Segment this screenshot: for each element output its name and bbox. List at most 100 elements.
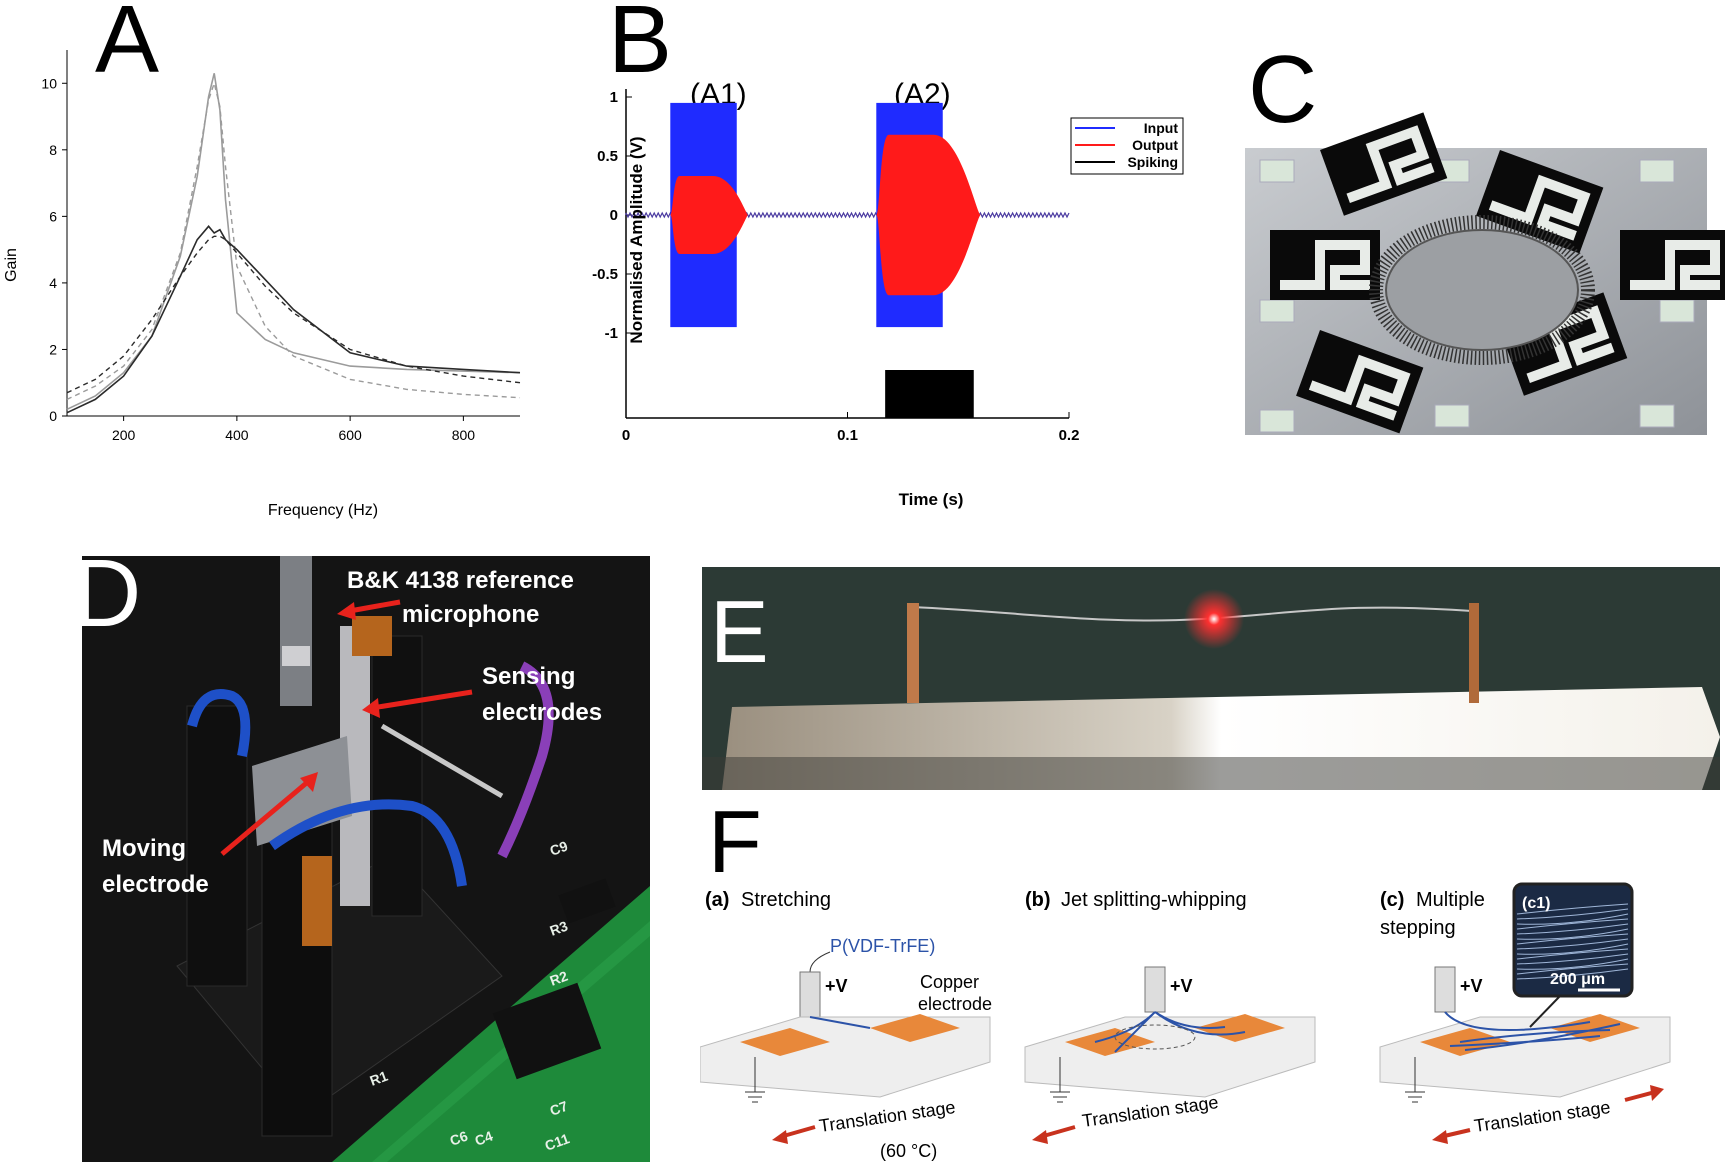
panel-f-letter: F [708, 792, 762, 891]
y-tick-label: 6 [49, 208, 57, 224]
nozzle-c [1434, 966, 1456, 1013]
panel-d-letter: D [82, 556, 141, 647]
spring-trace [1308, 354, 1411, 421]
y-tick-label: 8 [49, 142, 57, 158]
sem-fiber [1516, 903, 1629, 915]
panel-b-series [625, 102, 1070, 418]
sem-fiber [1516, 953, 1629, 965]
panel-c-device-image: C [1245, 36, 1725, 435]
moving-arrow-line [220, 778, 312, 856]
x-tick-label: 200 [112, 427, 136, 443]
panel-a-series [66, 73, 521, 414]
y-tick-label: 10 [41, 75, 57, 91]
pcb-silkscreen-label: C6 [448, 1128, 470, 1149]
bond-pad [1639, 159, 1675, 183]
pcb-silkscreen-label: C9 [548, 838, 570, 859]
wire-lead [380, 723, 504, 799]
pcb-silkscreen-label: C7 [548, 1098, 570, 1119]
stage-a-arrowhead [772, 1130, 788, 1144]
substrate-edge [702, 757, 1720, 790]
jet-a [809, 1016, 871, 1029]
sem-fiber [1516, 938, 1629, 950]
bond-pad [1259, 299, 1295, 323]
pcb-chip [492, 982, 602, 1080]
pcb-silkscreen-label: R2 [548, 968, 570, 989]
bond-pad [1659, 299, 1695, 323]
pcb-silkscreen-label: R3 [548, 918, 570, 939]
sem-fiber [1516, 913, 1629, 925]
sem-fiber [1516, 958, 1629, 970]
bond-pad [1639, 404, 1675, 428]
electrode-c-right [1550, 1014, 1640, 1042]
serpentine-spring [1270, 230, 1380, 300]
legend-spiking-label: Spiking [1127, 154, 1178, 170]
sem-fiber [1516, 948, 1629, 960]
panel-f: F (a) Stretching P(VDF-TrFE) +V Copper e… [699, 792, 1725, 1166]
jet-b [1094, 1011, 1246, 1053]
x-tick-label: 0 [622, 427, 630, 444]
spring-frame [1296, 330, 1424, 434]
panel-d: C9R3R2U5R1C7C6C4C11 D B&K 4138 reference… [72, 540, 650, 1162]
x-tick-label: 0.2 [1059, 427, 1080, 444]
chip-comb-ring [1369, 215, 1595, 365]
subpanel-b-label: (b) [1025, 889, 1051, 911]
x-tick-label: 400 [225, 427, 249, 443]
chip-pads [1259, 112, 1725, 434]
pcb-silkscreen-label: C4 [473, 1128, 495, 1149]
x-tick-label: 600 [338, 427, 362, 443]
printed-pillar-right [371, 635, 423, 917]
y-tick-label: 1 [610, 89, 618, 106]
pcb-board [332, 886, 650, 1162]
sem-inset-fibers [1516, 903, 1629, 980]
sem-fiber [1516, 933, 1629, 945]
reference-microphone-body [280, 556, 312, 706]
sensing-label-line1: Sensing [482, 663, 575, 690]
blue-wire-right [269, 799, 467, 887]
right-post [1469, 603, 1479, 703]
serpentine-spring [1500, 292, 1628, 396]
laser-spot [1184, 589, 1244, 649]
subpanel-c-title-line1: Multiple [1416, 889, 1485, 911]
sem-inset-label: (c1) [1522, 895, 1550, 912]
sem-fiber [1516, 928, 1629, 940]
subpanel-b: (b) Jet splitting-whipping +V Translatio… [1024, 889, 1316, 1144]
sem-fiber [1516, 943, 1629, 955]
output-burst-1 [670, 176, 748, 254]
microphone-ring [282, 646, 310, 666]
x-tick-label: 800 [452, 427, 476, 443]
legend-input-label: Input [1144, 120, 1179, 136]
mic-arrow-head [337, 602, 356, 620]
pcb-chip-small [558, 878, 616, 924]
spiking-burst-1 [885, 370, 974, 418]
sem-fiber [1516, 963, 1629, 975]
panel-a-xlabel: Frequency (Hz) [268, 502, 378, 519]
mic-label-line2: microphone [402, 601, 539, 628]
bond-pad [1434, 404, 1470, 428]
nozzle-b [1144, 966, 1166, 1013]
moving-arrow-head [300, 772, 318, 792]
panel-e: E [702, 567, 1720, 790]
panel-a-ylabel: Gain [3, 248, 20, 282]
panel-f-schematic: F (a) Stretching P(VDF-TrFE) +V Copper e… [699, 792, 1671, 1161]
series-line-dashed-light-gray [66, 80, 521, 401]
panel-b-xlabel: Time (s) [899, 490, 964, 509]
moving-label-line1: Moving [102, 835, 186, 862]
stage-temp: (60 °C) [880, 1141, 937, 1161]
y-tick-label: -0.5 [592, 266, 618, 283]
sensing-arrow-head [362, 698, 380, 718]
serpentine-spring [1620, 230, 1725, 300]
stage-label-c: Translation stage [1473, 1097, 1612, 1136]
purple-wire [497, 661, 554, 859]
y-tick-label: 4 [49, 275, 57, 291]
chip-diaphragm [1385, 229, 1579, 351]
ground-c [1405, 1057, 1425, 1103]
panel-a-letter: A [95, 0, 159, 93]
copper-label-line2: electrode [918, 994, 992, 1014]
stage-label-b: Translation stage [1081, 1092, 1220, 1131]
nozzle-a [799, 971, 821, 1018]
